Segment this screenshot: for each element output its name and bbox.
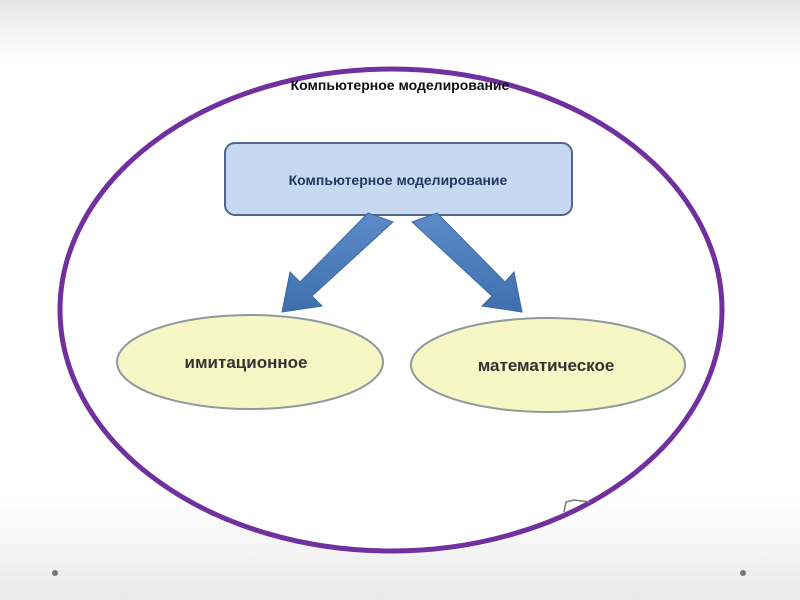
root-box [224,142,573,216]
frame-ellipse [57,66,725,554]
root-box-label: Компьютерное моделирование [289,172,508,188]
diagram-title: Компьютерное моделирование [291,77,510,93]
arrow-right [411,212,523,313]
bullet-dot-right [740,570,746,576]
branch-ellipse-right [410,317,686,413]
arrow-left [281,212,394,313]
bullet-dot-left [52,570,58,576]
corner-mark-icon [563,499,591,513]
branch-label-right: математическое [478,356,615,375]
branch-label-left: имитационное [185,353,308,372]
branch-ellipse-left [116,314,384,410]
